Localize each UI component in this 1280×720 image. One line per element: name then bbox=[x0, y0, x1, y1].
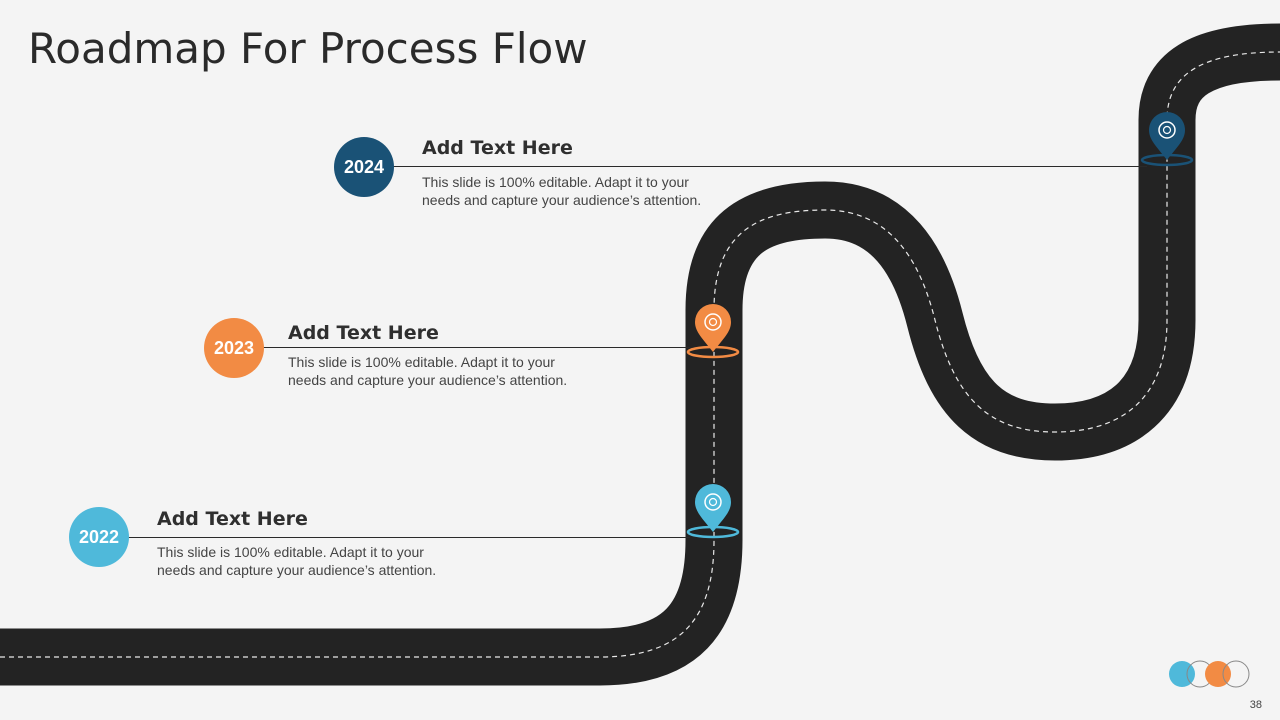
milestone-description: This slide is 100% editable. Adapt it to… bbox=[157, 544, 437, 578]
milestone-description: This slide is 100% editable. Adapt it to… bbox=[288, 354, 568, 388]
brand-circles-icon bbox=[1169, 660, 1250, 688]
connector-line bbox=[392, 166, 1147, 167]
milestone-heading: Add Text Here bbox=[422, 137, 573, 159]
connector-line bbox=[262, 347, 690, 348]
milestone-heading: Add Text Here bbox=[157, 508, 308, 530]
page-number: 38 bbox=[1249, 699, 1262, 711]
year-badge: 2023 bbox=[204, 318, 264, 378]
location-pin-icon bbox=[1140, 112, 1194, 167]
milestone-heading: Add Text Here bbox=[288, 322, 439, 344]
year-badge: 2024 bbox=[334, 137, 394, 197]
road-center-marking bbox=[0, 51, 1280, 658]
year-badge: 2022 bbox=[69, 507, 129, 567]
connector-line bbox=[127, 537, 690, 538]
milestone-description: This slide is 100% editable. Adapt it to… bbox=[422, 174, 702, 208]
location-pin-icon bbox=[686, 304, 740, 359]
page-title: Roadmap For Process Flow bbox=[28, 24, 588, 73]
location-pin-icon bbox=[686, 484, 740, 539]
